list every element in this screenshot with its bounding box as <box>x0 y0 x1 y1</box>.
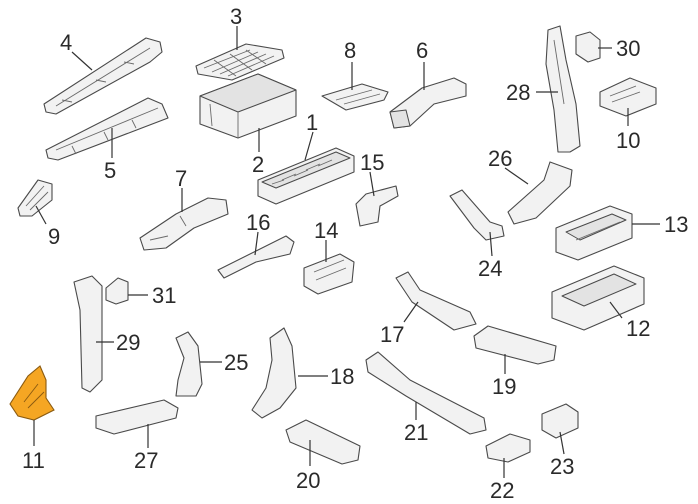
label-5: 5 <box>104 158 116 183</box>
part-12-drawing[interactable] <box>551 265 645 331</box>
label-30: 30 <box>616 36 640 61</box>
part-8-drawing[interactable] <box>321 83 389 111</box>
label-17: 17 <box>380 322 404 347</box>
part-6-drawing[interactable] <box>389 77 467 129</box>
part-4-drawing[interactable] <box>43 37 163 115</box>
part-24-drawing[interactable] <box>449 189 505 241</box>
part-27-drawing[interactable] <box>95 399 179 435</box>
part-22-drawing[interactable] <box>485 433 531 463</box>
label-16: 16 <box>246 210 270 235</box>
label-4: 4 <box>60 30 72 55</box>
part-28-drawing[interactable] <box>545 25 581 153</box>
part-5-drawing[interactable] <box>45 97 169 161</box>
part-7-drawing[interactable] <box>139 197 229 251</box>
part-21-drawing[interactable] <box>365 351 487 435</box>
part-23-drawing[interactable] <box>541 403 579 439</box>
part-14-drawing[interactable] <box>303 253 355 295</box>
part-16-drawing[interactable] <box>217 235 295 279</box>
part-17-drawing[interactable] <box>395 271 477 331</box>
label-21: 21 <box>404 420 428 445</box>
part-3-drawing[interactable] <box>195 43 285 81</box>
label-27: 27 <box>134 448 158 473</box>
callout-labels: 3 4 5 8 6 2 1 7 15 16 14 9 28 30 10 26 2… <box>22 4 688 503</box>
label-26: 26 <box>488 146 512 171</box>
part-31-drawing[interactable] <box>105 277 129 305</box>
label-7: 7 <box>175 166 187 191</box>
label-9: 9 <box>48 224 60 249</box>
label-1: 1 <box>306 110 318 135</box>
label-10: 10 <box>616 128 640 153</box>
part-13-drawing[interactable] <box>555 205 633 261</box>
label-19: 19 <box>492 374 516 399</box>
label-6: 6 <box>416 38 428 63</box>
label-29: 29 <box>116 330 140 355</box>
label-23: 23 <box>550 454 574 479</box>
label-12: 12 <box>626 316 650 341</box>
part-18-drawing[interactable] <box>251 327 297 419</box>
part-30-drawing[interactable] <box>575 31 601 63</box>
label-31: 31 <box>152 283 176 308</box>
label-18: 18 <box>330 364 354 389</box>
label-28: 28 <box>506 80 530 105</box>
part-9-drawing[interactable] <box>17 179 53 217</box>
label-20: 20 <box>296 468 320 493</box>
part-2-drawing[interactable] <box>199 73 297 139</box>
label-13: 13 <box>664 212 688 237</box>
part-19-drawing[interactable] <box>473 325 557 365</box>
part-10-drawing[interactable] <box>599 77 657 117</box>
label-11: 11 <box>22 448 45 473</box>
label-2: 2 <box>252 152 264 177</box>
label-3: 3 <box>230 4 242 29</box>
part-1-drawing[interactable] <box>257 147 355 205</box>
label-8: 8 <box>344 38 356 63</box>
label-22: 22 <box>490 478 514 503</box>
label-14: 14 <box>314 218 338 243</box>
label-24: 24 <box>478 256 502 281</box>
label-25: 25 <box>224 350 248 375</box>
label-15: 15 <box>360 150 384 175</box>
part-15-drawing[interactable] <box>355 185 399 227</box>
part-26-drawing[interactable] <box>507 161 573 225</box>
part-29-drawing[interactable] <box>73 275 103 393</box>
part-20-drawing[interactable] <box>285 419 361 465</box>
leader-lines <box>33 26 660 478</box>
part-25-drawing[interactable] <box>175 331 203 397</box>
part-11-drawing[interactable] <box>9 365 55 421</box>
